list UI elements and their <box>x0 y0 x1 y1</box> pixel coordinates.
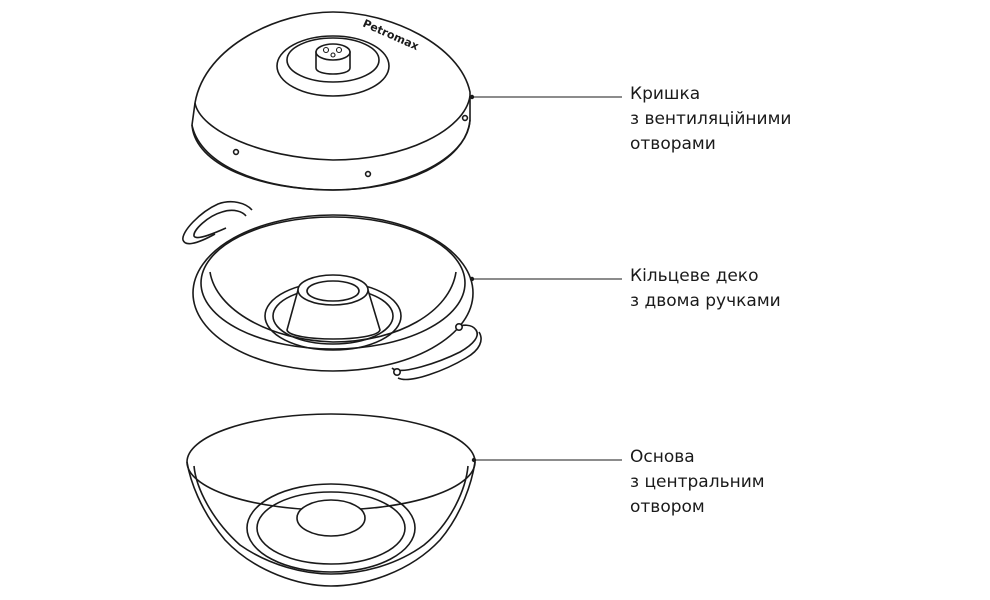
label-lid-line-1: Кришка <box>630 84 701 104</box>
label-lid: Кришка з вентиляційними отворами <box>630 82 791 157</box>
label-lid-line-2: з вентиляційними <box>630 109 792 129</box>
lid: Petromax <box>191 11 471 191</box>
left-handle <box>182 201 253 245</box>
label-base-line-2: з центральним <box>630 472 765 492</box>
center-hole <box>296 499 366 537</box>
base <box>186 413 476 587</box>
label-lid-line-3: отворами <box>630 134 716 154</box>
label-ring-tray-line-2: з двома ручками <box>630 291 781 311</box>
leader-lines <box>469 94 622 463</box>
label-base: Основа з центральним отвором <box>630 445 765 520</box>
label-ring-tray: Кільцеве деко з двома ручками <box>630 264 781 314</box>
label-base-line-3: отвором <box>630 497 705 517</box>
vent-hole-1 <box>232 148 240 156</box>
label-ring-tray-line-1: Кільцеве деко <box>630 266 759 286</box>
vent-hole-3 <box>461 114 469 122</box>
ring-tray <box>182 201 482 381</box>
label-base-line-1: Основа <box>630 447 695 467</box>
right-handle <box>391 324 478 372</box>
vent-hole-2 <box>364 170 372 178</box>
